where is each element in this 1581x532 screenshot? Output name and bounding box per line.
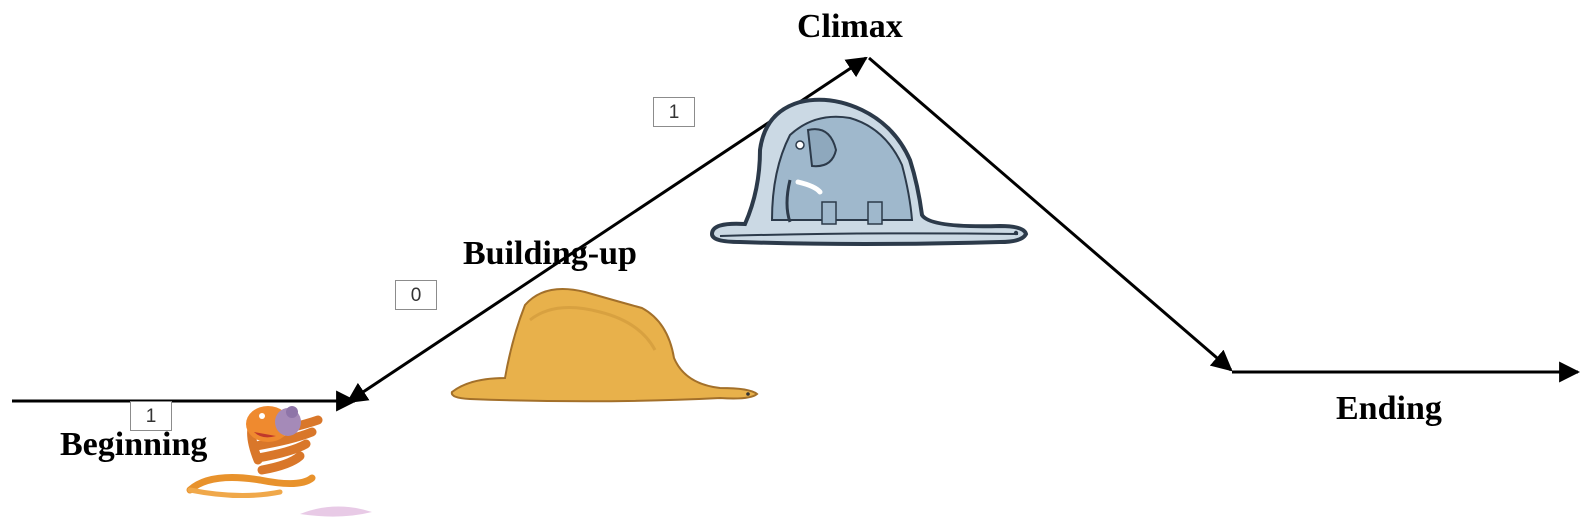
elephant-inside-boa-illustration (712, 100, 1026, 244)
snake-eating-animal-illustration (190, 406, 372, 517)
stage-label-beginning: Beginning (60, 428, 207, 462)
score-box-building-up: 0 (395, 280, 437, 310)
hat-shaped-boa-illustration (452, 289, 757, 401)
score-box-climax: 1 (653, 97, 695, 127)
stage-label-building-up: Building-up (463, 237, 637, 271)
score-box-beginning: 1 (130, 401, 172, 431)
stage-label-ending: Ending (1336, 392, 1442, 426)
stage-label-climax: Climax (797, 10, 903, 44)
